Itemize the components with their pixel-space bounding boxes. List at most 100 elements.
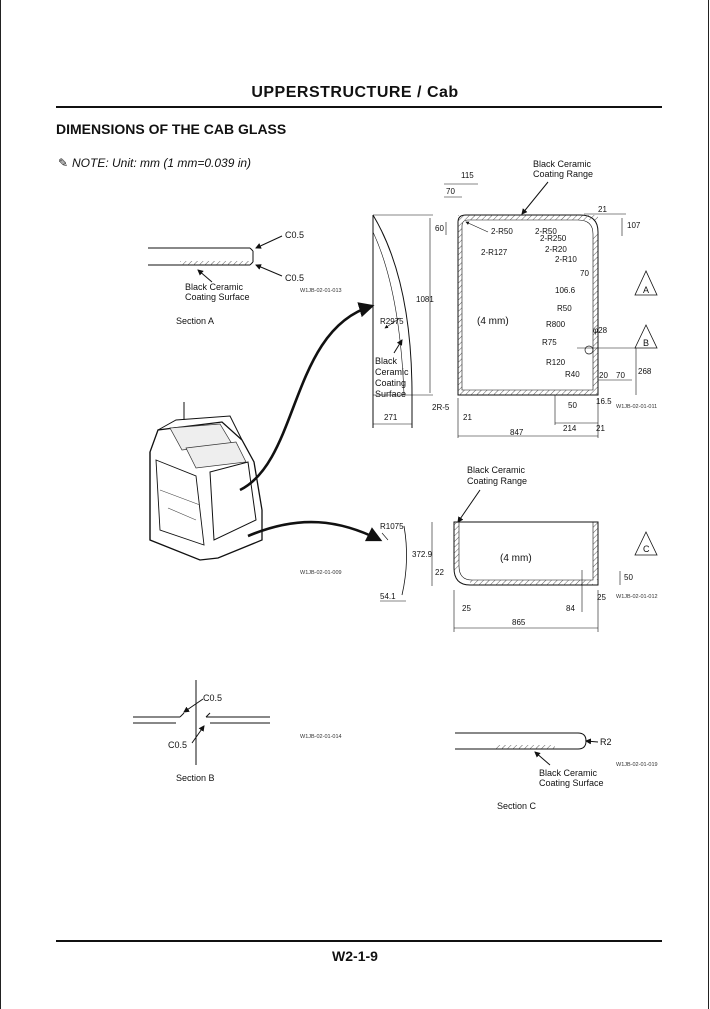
figure-id: W1JB-02-01-009	[300, 570, 342, 576]
page-number: W2-1-9	[332, 948, 378, 964]
dim-r40: R40	[565, 370, 580, 379]
dim-22: 22	[435, 568, 444, 577]
footer-rule	[56, 940, 662, 942]
coating-hatch	[470, 580, 593, 585]
dim-1081: 1081	[416, 295, 434, 304]
dim-21: 21	[598, 205, 607, 214]
note-text: NOTE: Unit: mm (1 mm=0.039 in)	[72, 156, 252, 170]
side-profile-view: 1081 R2975 Black Ceramic Coating Surface…	[372, 214, 434, 428]
dim-865: 865	[512, 618, 526, 627]
c05-label: C0.5	[285, 230, 304, 240]
page-frame-right	[708, 0, 709, 1009]
dim-2-r50: 2-R50	[535, 227, 557, 236]
svg-text:B: B	[643, 338, 649, 348]
dim-84: 84	[566, 604, 575, 613]
c05-label: C0.5	[168, 740, 187, 750]
header-rule	[56, 106, 662, 108]
dim-268: 268	[638, 367, 652, 376]
mounting-hole	[584, 345, 594, 355]
dim-2-r250: 2-R250	[540, 234, 567, 243]
label-black-ceramic: Black Ceramic	[533, 159, 592, 169]
dim-106-6: 106.6	[555, 286, 576, 295]
dim-372-9: 372.9	[412, 550, 433, 559]
glass-thickness-label: (4 mm)	[500, 553, 532, 564]
c05-label: C0.5	[203, 693, 222, 703]
dim-115: 115	[461, 171, 474, 180]
label-black-ceramic: Black Ceramic	[185, 282, 244, 292]
label-coating-surface: Coating Surface	[539, 778, 604, 788]
front-lower-glass-view: Black Ceramic Coating Range (4 mm) R1075…	[300, 465, 658, 632]
coating-hatch	[593, 522, 598, 580]
coating-hatch	[458, 220, 462, 390]
section-a-caption: Section A	[176, 316, 214, 326]
pencil-icon: ✎	[58, 156, 69, 170]
dim-21: 21	[596, 424, 605, 433]
c05-label: C0.5	[285, 273, 304, 283]
dim-r120: R120	[546, 358, 566, 367]
coating-hatch	[458, 390, 598, 395]
dim-70: 70	[446, 187, 455, 196]
coating-hatch	[454, 522, 459, 570]
label-black: Black	[375, 356, 398, 366]
section-marker-b: B	[634, 324, 658, 349]
cab-illustration	[149, 402, 263, 561]
figure-id: W1JB-02-01-014	[300, 734, 342, 740]
dim-r800: R800	[546, 320, 566, 329]
dim-214: 214	[563, 424, 577, 433]
dim-54-1: 54.1	[380, 592, 396, 601]
label-coating-range: Coating Range	[467, 476, 527, 486]
dim-70: 70	[580, 269, 589, 278]
dim-r2: R2	[600, 737, 612, 747]
dim-r1075: R1075	[380, 522, 404, 531]
coating-hatch	[495, 745, 555, 749]
section-marker-a: A	[634, 270, 658, 296]
dim-2r-5: 2R-5	[432, 403, 450, 412]
section-b-caption: Section B	[176, 773, 215, 783]
svg-text:C: C	[643, 544, 650, 554]
dim-107: 107	[627, 221, 641, 230]
label-surface: Surface	[375, 389, 406, 399]
figure-id: W1JB-02-01-013	[300, 288, 342, 294]
dim-70: 70	[616, 371, 625, 380]
label-coating: Coating	[375, 378, 406, 388]
coating-hatch	[180, 261, 250, 265]
dim-50: 50	[568, 401, 577, 410]
label-black-ceramic: Black Ceramic	[467, 465, 526, 475]
page-frame-left	[0, 0, 1, 1009]
dim-r75: R75	[542, 338, 557, 347]
dim-2-r20: 2-R20	[545, 245, 567, 254]
glass-thickness-label: (4 mm)	[477, 316, 509, 327]
section-marker-c: C	[634, 531, 658, 556]
dim-60: 60	[435, 224, 444, 233]
section-title: DIMENSIONS OF THE CAB GLASS	[56, 121, 287, 137]
dim-2-r50: 2-R50	[491, 227, 513, 236]
page-header-title: UPPERSTRUCTURE / Cab	[251, 84, 459, 101]
svg-text:A: A	[643, 285, 649, 295]
section-c-detail: R2 Black Ceramic Coating Surface W1JB-02…	[455, 732, 658, 811]
dim-847: 847	[510, 428, 524, 437]
front-upper-glass-view: (4 mm) Black Ceramic Coating Range 115 7…	[432, 159, 658, 438]
dim-2-r10: 2-R10	[555, 255, 577, 264]
dim-r2975: R2975	[380, 317, 404, 326]
section-c-caption: Section C	[497, 801, 537, 811]
dim-20: 20	[599, 371, 608, 380]
section-b-detail: C0.5 C0.5 W1JB-02-01-014 Section B	[133, 680, 342, 783]
figure-id: W1JB-02-01-019	[616, 762, 658, 768]
dim-2-r127: 2-R127	[481, 248, 508, 257]
dim-phi28: φ28	[593, 326, 608, 335]
figure-id: W1JB-02-01-012	[616, 594, 658, 600]
dim-25: 25	[462, 604, 471, 613]
dim-r50: R50	[557, 304, 572, 313]
note: ✎NOTE: Unit: mm (1 mm=0.039 in)	[58, 156, 251, 170]
section-a-detail: C0.5 C0.5 Black Ceramic Coating Surface …	[148, 230, 342, 326]
leader-upper-glass	[239, 302, 375, 492]
dim-16-5: 16.5	[596, 397, 612, 406]
coating-hatch	[458, 215, 598, 220]
dim-50: 50	[624, 573, 633, 582]
label-ceramic: Ceramic	[375, 367, 409, 377]
label-black-ceramic: Black Ceramic	[539, 768, 598, 778]
dim-25: 25	[597, 593, 606, 602]
dim-271: 271	[384, 413, 398, 422]
leader-lower-glass	[247, 520, 383, 542]
